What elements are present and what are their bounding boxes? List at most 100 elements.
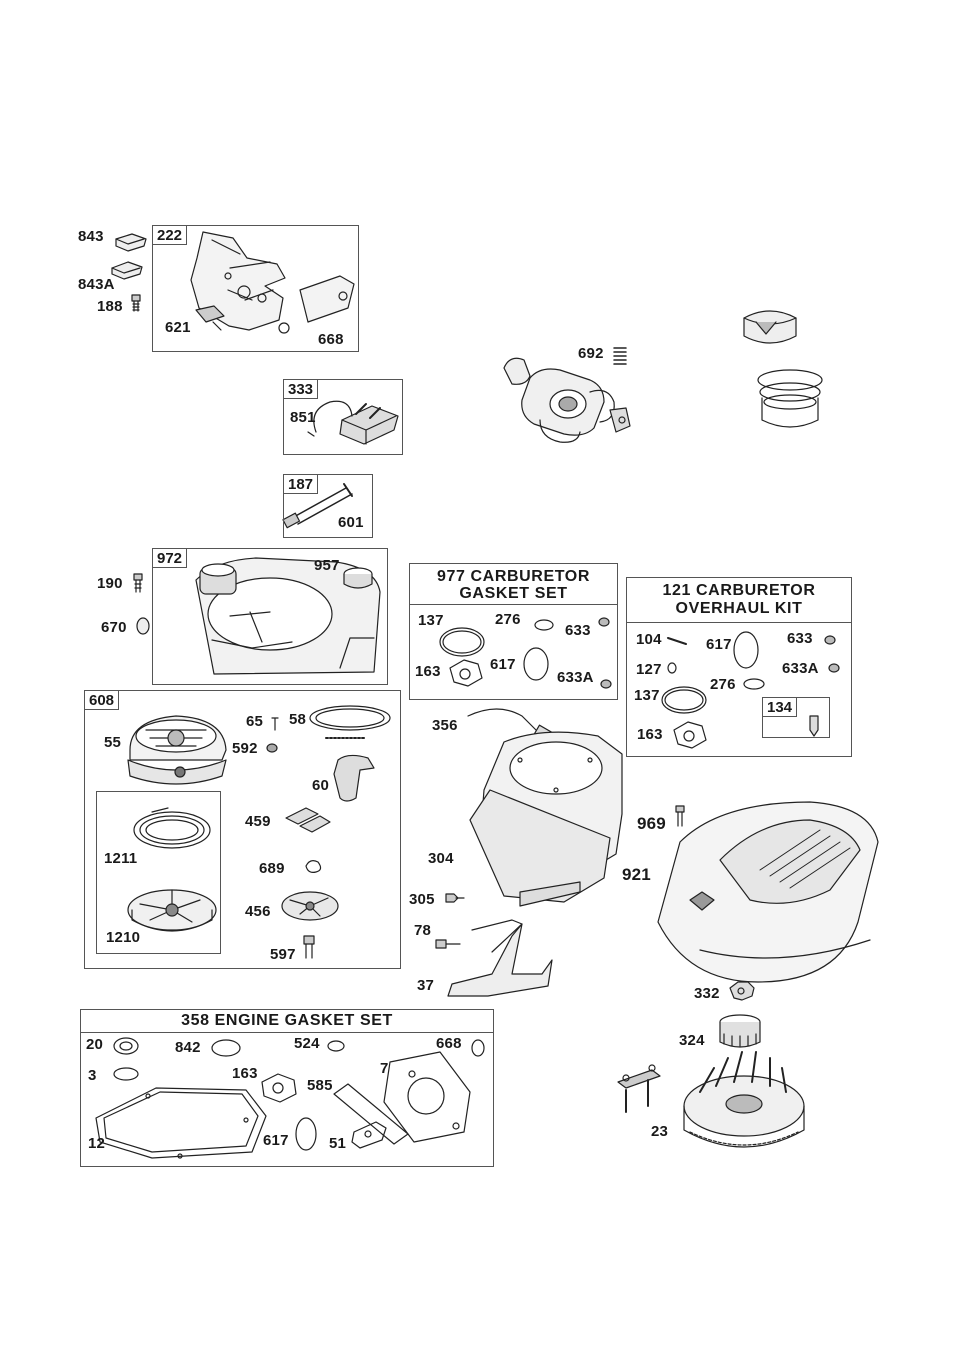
part-459-drawing	[285, 807, 331, 833]
part-333-drawing	[307, 400, 399, 445]
callout-190: 190	[97, 575, 123, 592]
group-333-frame	[283, 379, 403, 455]
callout-977-163: 163	[415, 663, 441, 680]
part-957-drawing	[343, 567, 373, 589]
group-358-divider	[80, 1032, 494, 1033]
callout-358-617: 617	[263, 1132, 289, 1149]
callout-332: 332	[694, 985, 720, 1002]
callout-121-617: 617	[706, 636, 732, 653]
carburetor-drawing	[503, 357, 631, 443]
part-670-drawing	[136, 617, 150, 635]
callout-668-a: 668	[318, 331, 344, 348]
piston-rings-drawing	[757, 369, 823, 428]
part-843a-drawing	[111, 261, 143, 280]
part-1211-drawing	[133, 807, 211, 849]
group-121-frame	[626, 577, 852, 757]
callout-692: 692	[578, 345, 604, 362]
group-121-title-1: 121 CARBURETOR	[662, 582, 816, 599]
part-78-drawing	[435, 939, 461, 949]
callout-358-524: 524	[294, 1035, 320, 1052]
callout-597: 597	[270, 946, 296, 963]
callout-456: 456	[245, 903, 271, 920]
part-187-drawing	[282, 483, 353, 529]
callout-188: 188	[97, 298, 123, 315]
group-121-title-2: OVERHAUL KIT	[675, 600, 803, 617]
group-977-title-2: GASKET SET	[459, 585, 568, 602]
callout-58: 58	[289, 711, 307, 728]
group-187-frame	[283, 474, 373, 538]
part-305-drawing	[445, 893, 465, 903]
part-843-drawing	[115, 233, 147, 252]
callout-977-137: 137	[418, 612, 444, 629]
callout-358-3: 3	[88, 1067, 97, 1084]
part-324-drawing	[719, 1014, 761, 1048]
callout-358-842: 842	[175, 1039, 201, 1056]
part-190-drawing	[133, 573, 143, 593]
part-37-drawing	[447, 919, 553, 997]
callout-957: 957	[314, 557, 340, 574]
callout-121-276: 276	[710, 676, 736, 693]
gasket977-drawing	[439, 617, 612, 689]
callout-969: 969	[637, 814, 666, 833]
part-23-drawing	[683, 1051, 805, 1148]
callout-601: 601	[338, 514, 364, 531]
part-597-drawing	[303, 935, 315, 959]
part-65-drawing	[271, 717, 279, 731]
part-456-drawing	[281, 891, 339, 921]
part-222-drawing	[190, 231, 355, 334]
group-358-title: 358 ENGINE GASKET SET	[181, 1012, 393, 1029]
group-333-tag: 333	[283, 379, 319, 399]
callout-60: 60	[312, 777, 330, 794]
group-977-divider	[409, 604, 618, 605]
callout-305: 305	[409, 891, 435, 908]
callout-358-12: 12	[88, 1135, 106, 1152]
callout-121-163: 163	[637, 726, 663, 743]
group-121-divider	[626, 622, 852, 623]
callout-843: 843	[78, 228, 104, 245]
callout-977-617: 617	[490, 656, 516, 673]
part-972-drawing	[195, 557, 381, 675]
group-608-subframe	[96, 791, 221, 954]
callout-851: 851	[290, 409, 316, 426]
part-304-drawing	[469, 731, 623, 907]
callout-304: 304	[428, 850, 454, 867]
callout-921: 921	[622, 865, 651, 884]
callout-121-104: 104	[636, 631, 662, 648]
group-977-frame	[409, 563, 618, 700]
group-358-frame	[80, 1009, 494, 1167]
part-58-drawing	[309, 705, 391, 739]
callout-1210: 1210	[106, 929, 141, 946]
group-222-frame	[152, 225, 359, 352]
callout-689: 689	[259, 860, 285, 877]
callout-121-127: 127	[636, 661, 662, 678]
part-55-drawing	[127, 715, 227, 785]
part-332-drawing	[729, 981, 755, 1001]
part-689-drawing	[305, 860, 322, 873]
callout-358-20: 20	[86, 1036, 104, 1053]
callout-358-7: 7	[380, 1060, 389, 1077]
callout-55: 55	[104, 734, 122, 751]
callout-324: 324	[679, 1032, 705, 1049]
group-972-tag: 972	[152, 548, 188, 568]
callout-65: 65	[246, 713, 264, 730]
callout-78: 78	[414, 922, 432, 939]
gasket358-drawing	[95, 1037, 485, 1159]
kit121-drawing	[661, 631, 840, 749]
callout-121-633a: 633A	[782, 660, 819, 677]
part-969-drawing	[675, 805, 685, 827]
part-692-drawing	[613, 347, 627, 365]
group-134-tag: 134	[762, 697, 798, 717]
callout-459: 459	[245, 813, 271, 830]
callout-23: 23	[651, 1123, 669, 1140]
callout-592: 592	[232, 740, 258, 757]
callout-977-276: 276	[495, 611, 521, 628]
part-188-drawing	[131, 294, 141, 312]
callout-358-585: 585	[307, 1077, 333, 1094]
callout-977-633: 633	[565, 622, 591, 639]
part-921-drawing	[657, 801, 879, 983]
callout-37: 37	[417, 977, 435, 994]
part-592-drawing	[266, 743, 278, 753]
callout-358-668: 668	[436, 1035, 462, 1052]
ignition-bracket-drawing	[617, 1064, 661, 1113]
